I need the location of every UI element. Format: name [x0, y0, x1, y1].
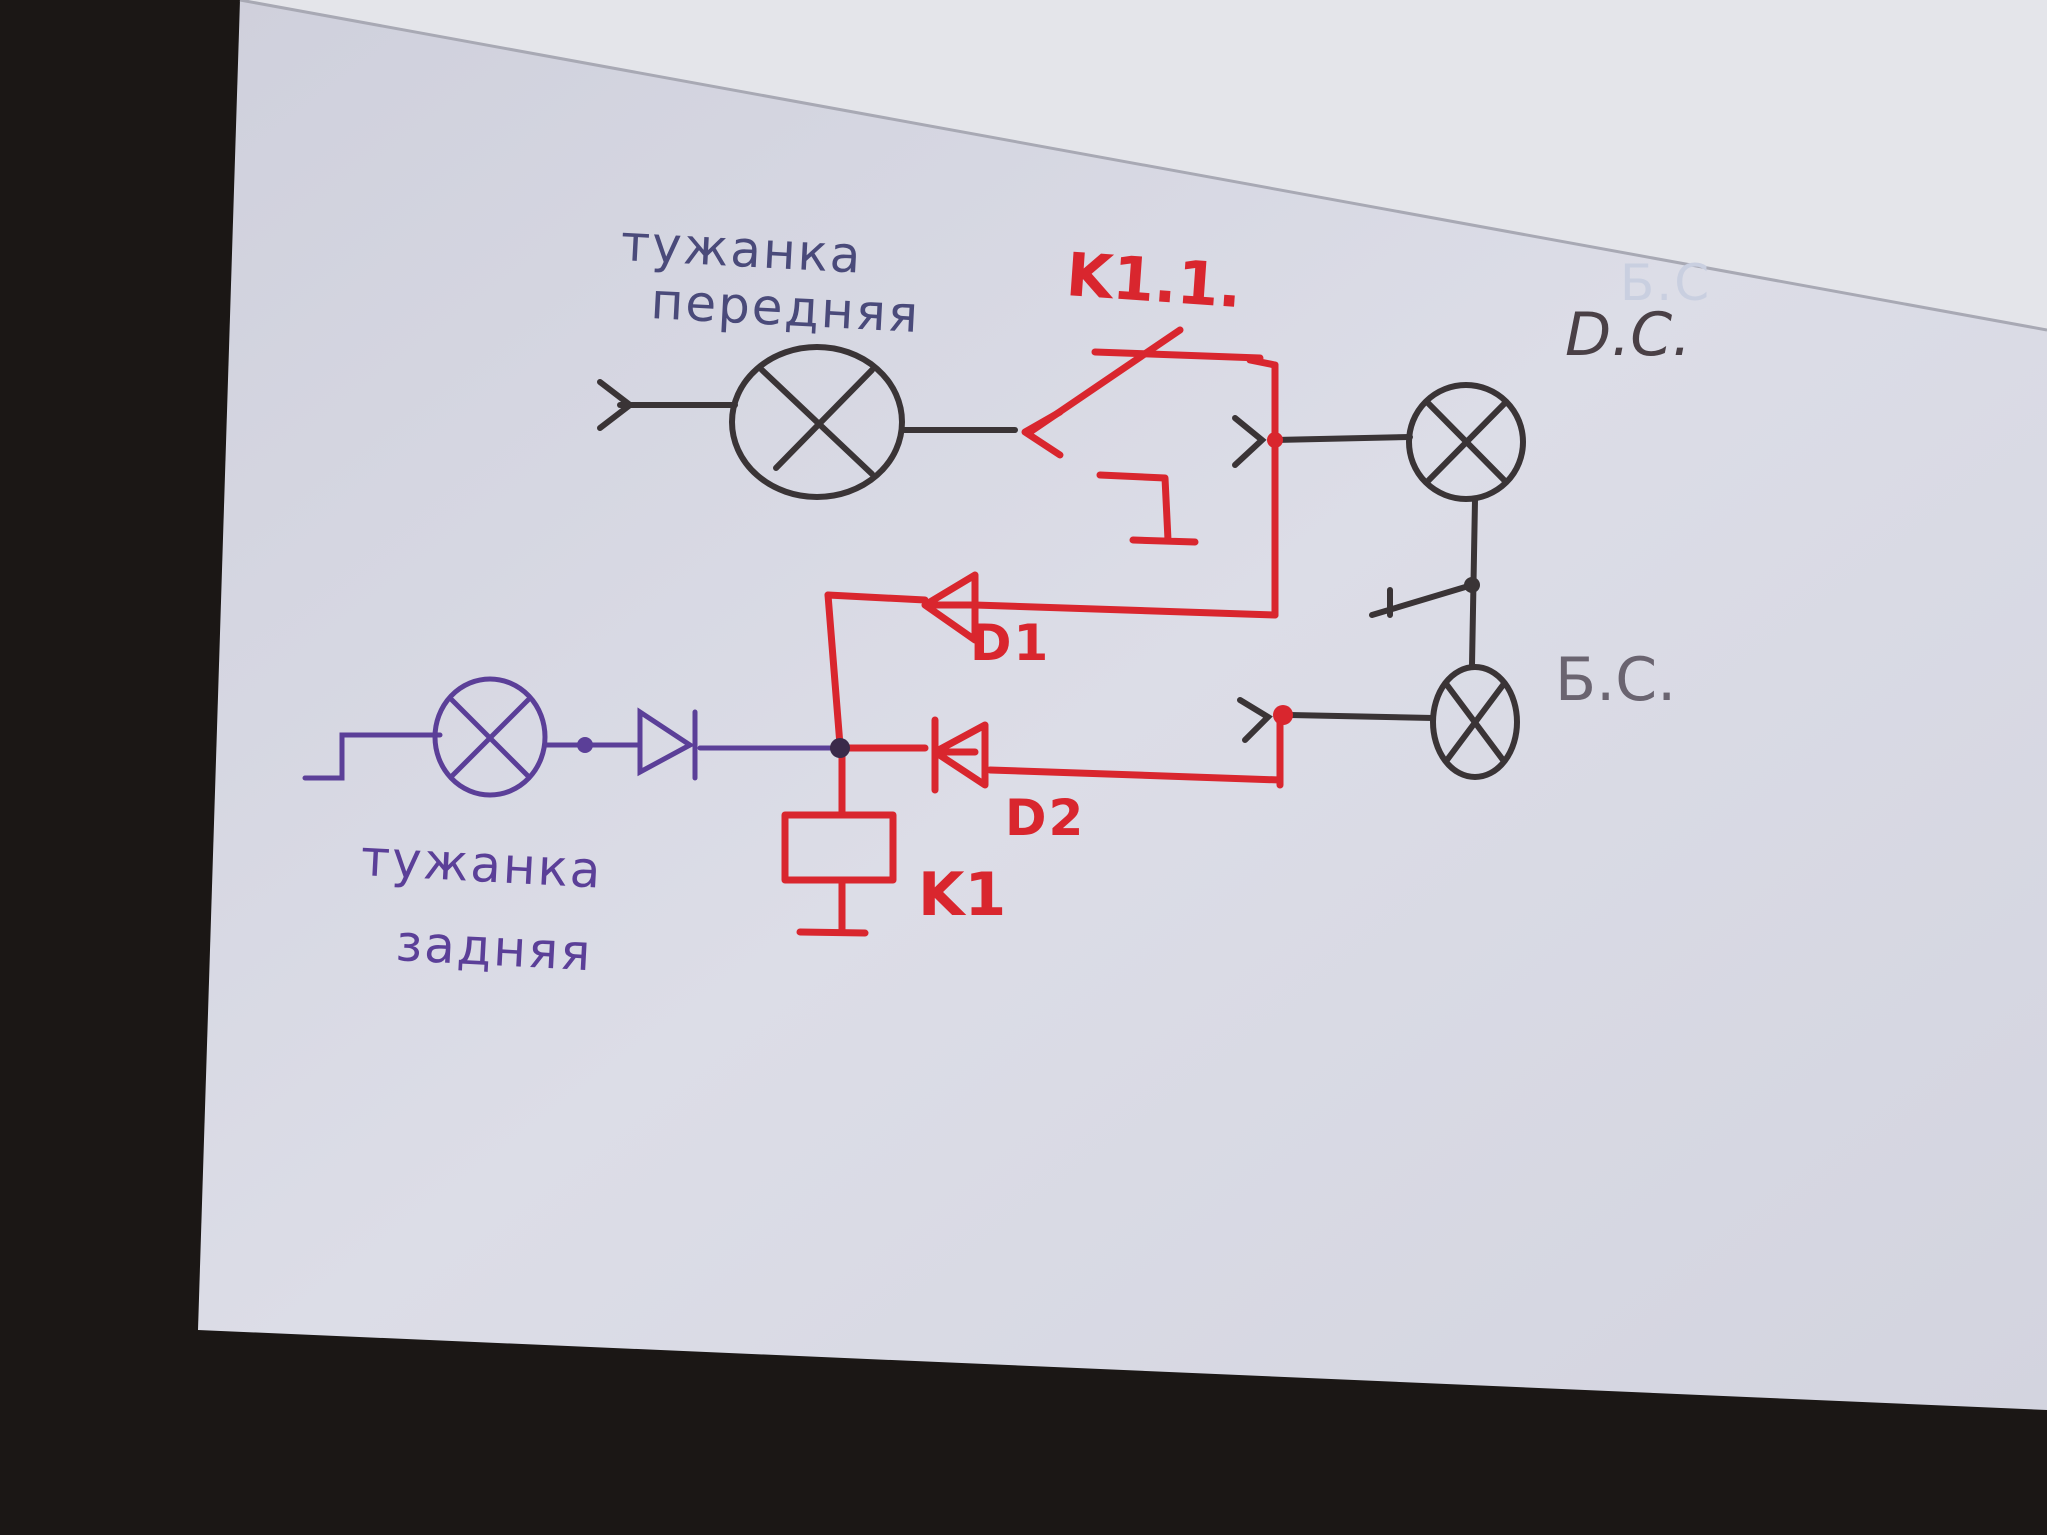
label-relay-contact: K1.1.: [1064, 240, 1244, 322]
label-relay-coil: K1: [918, 860, 1006, 930]
label-diode-d2: D2: [1005, 789, 1085, 847]
blue-wiring: [302, 676, 843, 798]
switch-blade: [1026, 326, 1184, 436]
lamp-dc: [1406, 382, 1526, 502]
wire-left-vertical: [824, 591, 844, 749]
wire-d1-right: [971, 601, 1279, 619]
wire-dc: [1272, 434, 1413, 443]
diode-d1: [921, 571, 979, 644]
label-rear-fog-1: тужанка: [359, 829, 604, 900]
label-lamp-dc: D.C.: [1565, 300, 1691, 370]
connector-bs: [1237, 697, 1273, 743]
rear-ground: [302, 732, 443, 781]
lamp-bs-cross-b: [1444, 682, 1506, 763]
node-dc: [1464, 577, 1480, 593]
node-bs-red: [1273, 705, 1293, 725]
wire-d2-right: [986, 766, 1284, 784]
paper-edge: [239, 0, 2047, 332]
wire-bs: [1287, 712, 1436, 721]
node-rear: [577, 737, 593, 753]
rear-diode: [637, 707, 698, 781]
label-front-fog-2: передняя: [649, 272, 921, 344]
wire-d1-left: [824, 591, 929, 604]
lamp-dc-cross-b: [1424, 399, 1509, 485]
label-lamp-bs: Б.С.: [1555, 645, 1676, 715]
label-rear-fog-2: задняя: [394, 914, 593, 982]
switch-bar-right: [1246, 356, 1279, 369]
rear-cross-b: [449, 697, 531, 779]
coil-ground: [796, 928, 869, 937]
node-junction: [830, 738, 850, 758]
node-dc-red: [1267, 432, 1283, 448]
label-front-fog-1: тужанка: [619, 214, 864, 285]
ground-right: [1369, 582, 1475, 618]
red-wiring: [781, 326, 1284, 937]
switch-bar: [1091, 348, 1264, 362]
diode-d2: [931, 716, 989, 794]
label-faint-corner: Б.С: [1620, 254, 1711, 312]
lamp-bs: [1430, 664, 1520, 780]
connector-dc: [1232, 415, 1267, 468]
rear-fog-lamp: [432, 676, 548, 798]
switch-ground: [1096, 471, 1199, 546]
front-fog-lamp: [729, 344, 905, 500]
paper-sheet: [198, 0, 2047, 1410]
label-diode-d1: D1: [970, 614, 1050, 672]
black-wiring: [597, 344, 1526, 780]
lamp-cross-b: [773, 367, 875, 471]
